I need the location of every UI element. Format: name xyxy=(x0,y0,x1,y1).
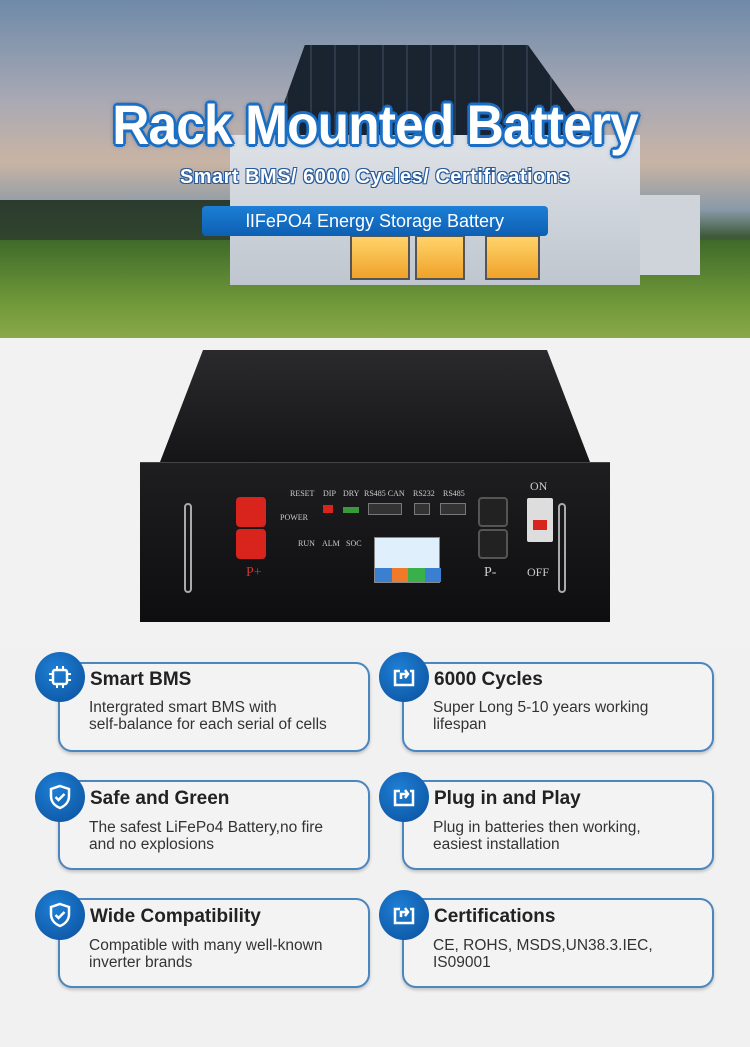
rs485-port xyxy=(440,503,466,515)
positive-terminal xyxy=(236,497,266,527)
feature-desc-line: inverter brands xyxy=(89,954,193,971)
run-label: RUN xyxy=(298,539,315,548)
hero-banner: Rack Mounted Battery Smart BMS/ 6000 Cyc… xyxy=(0,0,750,338)
dry-label: DRY xyxy=(343,489,360,498)
feature-card-wide-compatibility xyxy=(58,898,370,988)
feature-title: Safe and Green xyxy=(90,788,230,809)
cycle-icon xyxy=(379,890,429,940)
feature-desc-line: Plug in batteries then working, xyxy=(433,819,641,836)
soc-label: SOC xyxy=(346,539,362,548)
feature-desc-line: self-balance for each serial of cells xyxy=(89,716,327,733)
feature-title: Wide Compatibility xyxy=(90,906,261,927)
breaker-switch xyxy=(527,498,553,542)
feature-desc: CE, ROHS, MSDS,UN38.3.IEC,IS09001 xyxy=(433,937,723,971)
feature-title: 6000 Cycles xyxy=(434,669,543,690)
feature-card-plug-and-play xyxy=(402,780,714,870)
house-illustration xyxy=(210,45,640,285)
feature-desc-line: The safest LiFePo4 Battery,no fire xyxy=(89,819,324,836)
battery-front-panel: P+ P- RESET DIP DRY RS485 CAN RS232 RS48… xyxy=(140,462,610,622)
rs232-label: RS232 xyxy=(413,489,435,498)
cycle-icon xyxy=(379,652,429,702)
feature-desc-line: easiest installation xyxy=(433,836,560,853)
feature-card-certifications xyxy=(402,898,714,988)
feature-desc: Plug in batteries then working,easiest i… xyxy=(433,819,723,853)
house-annex xyxy=(640,195,700,275)
feature-desc-line: IS09001 xyxy=(433,954,491,971)
feature-title: Plug in and Play xyxy=(434,788,581,809)
hero-title: Rack Mounted Battery xyxy=(112,93,638,156)
shield-check-icon xyxy=(35,890,85,940)
window xyxy=(415,235,465,280)
feature-desc-line: Intergrated smart BMS with xyxy=(89,699,277,716)
reset-label: RESET xyxy=(290,489,315,498)
window xyxy=(485,235,540,280)
shield-check-icon xyxy=(35,772,85,822)
window xyxy=(350,235,410,280)
battery-top xyxy=(160,350,590,462)
p-minus-label: P- xyxy=(484,565,497,580)
rs485-can-port xyxy=(368,503,402,515)
feature-desc-line: Compatible with many well-known xyxy=(89,937,323,954)
dip-switch xyxy=(323,505,333,513)
feature-card-safe-and-green xyxy=(58,780,370,870)
alm-label: ALM xyxy=(322,539,340,548)
rs232-port xyxy=(414,503,430,515)
feature-card-6000-cycles xyxy=(402,662,714,752)
hero-badge: lIFePO4 Energy Storage Battery xyxy=(202,206,548,236)
off-label: OFF xyxy=(527,565,550,579)
power-label: POWER xyxy=(280,513,308,522)
handle-right xyxy=(558,503,566,593)
feature-title: Certifications xyxy=(434,906,556,927)
p-plus-label: P+ xyxy=(246,565,262,580)
feature-title: Smart BMS xyxy=(90,669,192,690)
positive-terminal xyxy=(236,529,266,559)
negative-terminal xyxy=(478,529,508,559)
negative-terminal xyxy=(478,497,508,527)
rs485-label: RS485 xyxy=(443,489,465,498)
rs485-can-label: RS485 CAN xyxy=(364,489,405,498)
on-label: ON xyxy=(530,479,548,493)
battery-product-image: P+ P- RESET DIP DRY RS485 CAN RS232 RS48… xyxy=(0,338,750,648)
feature-card-smart-bms xyxy=(58,662,370,752)
hero-subtitle: Smart BMS/ 6000 Cycles/ Certifications xyxy=(179,166,571,188)
feature-desc-line: and no explosions xyxy=(89,836,214,853)
handle-left xyxy=(184,503,192,593)
bms-display xyxy=(374,537,441,583)
dip-label: DIP xyxy=(323,489,336,498)
feature-desc-line: lifespan xyxy=(433,716,487,733)
cycle-icon xyxy=(379,772,429,822)
feature-desc-line: CE, ROHS, MSDS,UN38.3.IEC, xyxy=(433,937,653,954)
chip-icon xyxy=(35,652,85,702)
feature-desc-line: Super Long 5-10 years working xyxy=(433,699,649,716)
dry-contact xyxy=(343,507,359,513)
